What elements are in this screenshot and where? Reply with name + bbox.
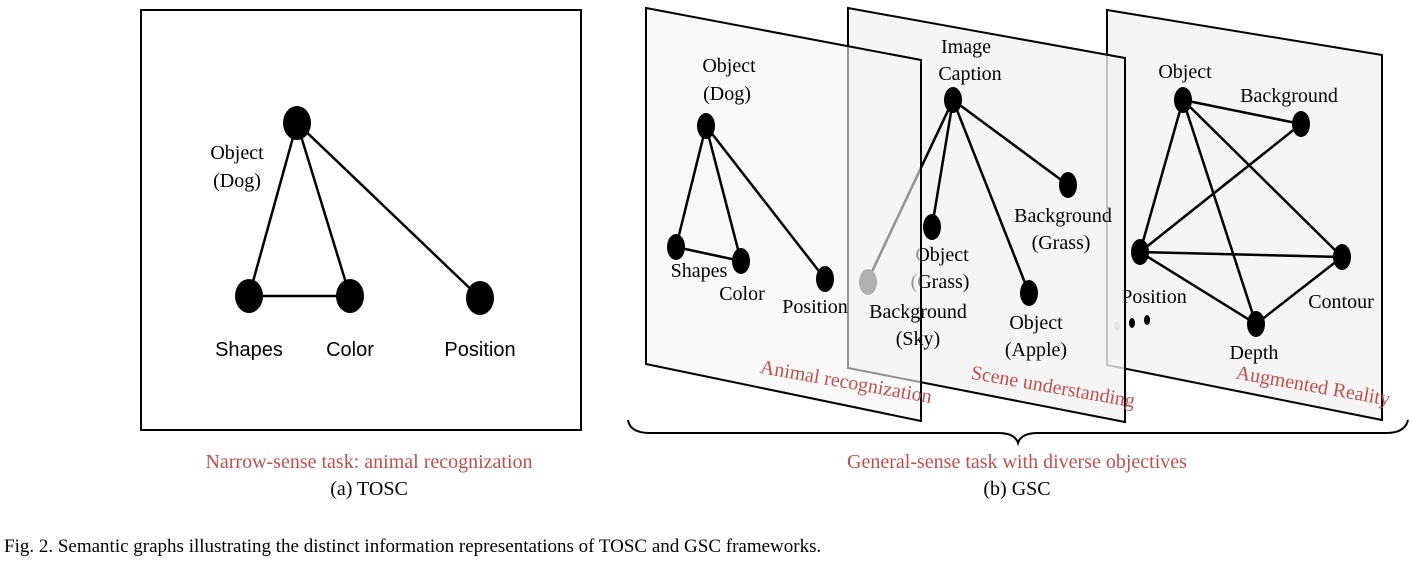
node-ar-position [1131,239,1149,265]
label-scene-caption-line1: Image [941,36,991,58]
label-scene-apple-line2: (Apple) [1005,339,1067,361]
label-ar-position: Position [1121,286,1187,308]
edge-ar-background-position [1139,123,1302,253]
node-position [466,281,494,315]
node-animal-object [697,113,715,139]
node-color [336,279,364,313]
node-animal-position [816,266,834,292]
edge-scene-caption-bggrass [952,98,1069,187]
node-scene-background-sky [859,269,877,295]
figure-caption: Fig. 2. Semantic graphs illustrating the… [4,536,822,557]
label-animal-shapes: Shapes [671,260,728,282]
label-animal-color: Color [719,283,765,305]
plane-animal-edges [674,125,826,280]
label-scene-bggrass-line2: (Grass) [1032,232,1091,254]
node-animal-shapes [667,234,685,260]
node-scene-object-apple [1020,280,1038,306]
plane-ar-edges [1138,98,1343,326]
brace [627,419,1409,447]
edge-object-color [295,122,352,297]
node-object [283,106,311,140]
edge-ar-object-position [1138,99,1185,253]
label-position: Position [444,339,515,361]
label-ar-background: Background [1240,85,1338,107]
label-scene-objgrass-line1: Object [915,244,969,266]
label-animal-object-line1: Object [702,55,756,77]
label-object-line1: Object [210,142,264,164]
label-scene-objgrass-line2: (Grass) [911,271,970,293]
ellipsis-dot-2 [1129,318,1135,328]
label-shapes: Shapes [215,339,283,361]
label-ar-object: Object [1158,61,1212,83]
node-animal-color [732,248,750,274]
edge-ar-position-contour [1139,250,1343,259]
label-scene-bggrass-line1: Background [1014,205,1112,227]
faded-sky-node: Background (Sky) [859,269,967,350]
panel-b-label: (b) GSC [983,478,1051,500]
label-ar-contour: Contour [1308,291,1374,313]
edge-animal-shapes-color [675,245,742,263]
edge-animal-object-position [705,125,826,280]
node-ar-contour [1333,244,1351,270]
panel-a-edges [247,122,481,299]
edge-ar-object-contour [1182,99,1343,258]
label-scene-apple-line1: Object [1009,312,1063,334]
edge-animal-object-color [704,125,743,262]
node-scene-caption [944,87,962,113]
label-animal-position: Position [782,296,848,318]
edge-scene-caption-objgrass [930,99,955,228]
label-scene-sky-line1: Background [869,301,967,323]
edge-object-position [296,122,481,299]
node-ar-depth [1247,311,1265,337]
panel-a-label: (a) TOSC [330,478,408,500]
label-animal-object-line2: (Dog) [703,83,751,105]
ellipsis-dot-3 [1144,315,1150,325]
label-object-line2: (Dog) [213,170,261,192]
edge-ar-object-depth [1181,99,1258,325]
panel-a-task-caption: Narrow-sense task: animal recognization [205,451,533,473]
panel-b-task-caption: General-sense task with diverse objectiv… [847,451,1187,473]
label-scene-sky-line2: (Sky) [896,328,940,350]
node-shapes [235,279,263,313]
plane-scene-edges [930,98,1069,294]
label-scene-caption-line2: Caption [938,63,1001,85]
node-scene-background-grass [1059,172,1077,198]
edge-ar-position-depth [1139,250,1257,326]
panel-a-frame [140,9,582,431]
edge-animal-object-shapes [674,125,708,248]
edge-scene-caption-apple [951,99,1031,294]
node-scene-object-grass [923,214,941,240]
label-color: Color [326,339,374,361]
panel-a: Object (Dog) Shapes Color Position [140,9,582,431]
plane-ar: Object Background Position Contour Depth… [1106,8,1392,422]
node-ar-object [1174,87,1192,113]
label-ar-depth: Depth [1230,342,1279,364]
plane-animal: Object (Dog) Shapes Color Position Anima… [645,6,934,423]
node-ar-background [1292,111,1310,137]
edge-ar-depth-contour [1255,256,1343,325]
edge-object-shapes [247,122,299,297]
plane-animal-surface [645,6,922,423]
edge-ar-object-background [1182,98,1302,126]
